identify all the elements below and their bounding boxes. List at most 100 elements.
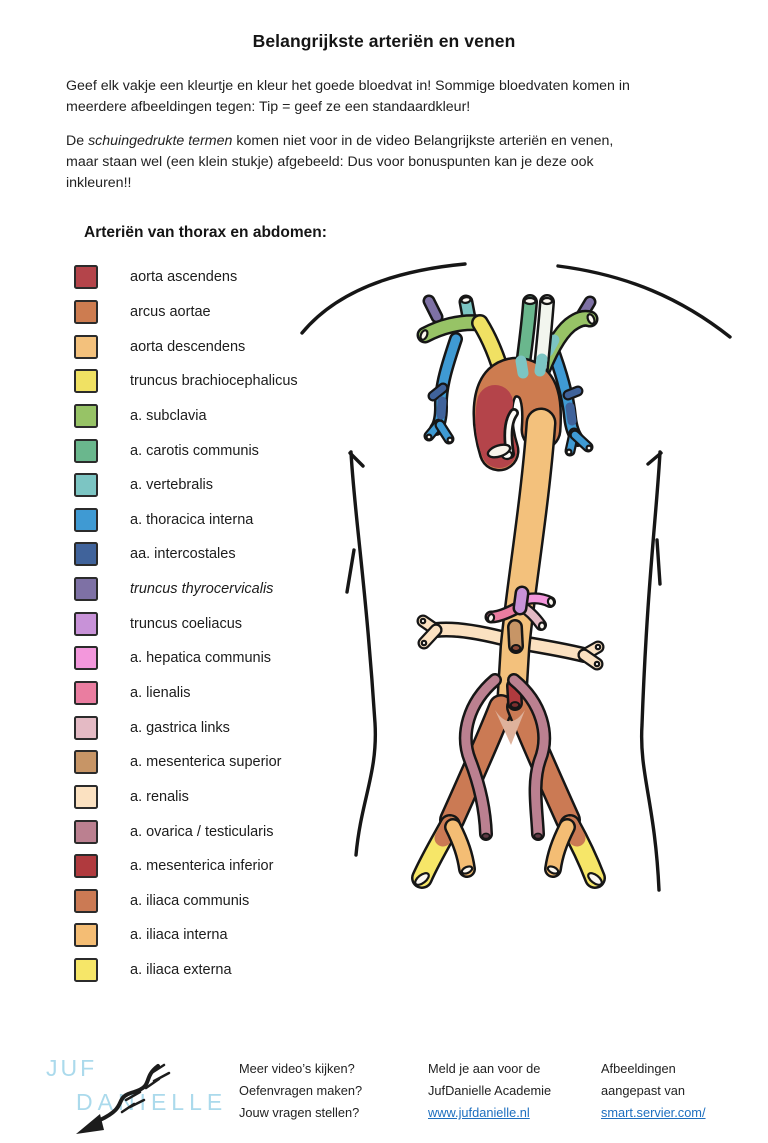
legend-row: arcus aortae (74, 295, 404, 330)
legend-row: a. vertebralis (74, 468, 404, 503)
legend-label: aorta descendens (130, 338, 246, 355)
legend-row: a. mesenterica inferior (74, 849, 404, 884)
legend-color-swatch (74, 369, 98, 394)
vessel-aorta-descendens (495, 407, 557, 729)
legend-label: a. renalis (130, 788, 189, 805)
legend-color-swatch (74, 854, 98, 879)
legend-color-swatch (74, 784, 98, 809)
legend-row: a. gastrica links (74, 710, 404, 745)
footer-link[interactable]: smart.servier.com/ (601, 1105, 706, 1120)
vessel-iliaca-externa-left (411, 814, 461, 889)
legend-list: aorta ascendens arcus aortae aorta descend… (74, 260, 404, 987)
vessel-open-ends (414, 296, 603, 886)
legend-color-swatch (74, 611, 98, 636)
legend-label: a. subclavia (130, 407, 207, 424)
legend-row: aorta descendens (74, 329, 404, 364)
legend-label: truncus thyrocervicalis (130, 581, 274, 598)
vessel-ovarica-testicularis-right (507, 673, 552, 841)
logo-text-danielle: DANIELLE (76, 1089, 228, 1115)
legend-label: a. iliaca interna (130, 927, 228, 944)
footer-text-line: Meld je aan voor de (428, 1061, 541, 1076)
legend-color-swatch (74, 265, 98, 290)
intro-p2-post: komen niet voor in de video Belangrijkst… (66, 133, 614, 191)
vessel-intercostales-right (565, 402, 577, 426)
legend-row: a. hepatica communis (74, 641, 404, 676)
legend-row: a. iliaca communis (74, 884, 404, 919)
footer-link[interactable]: www.jufdanielle.nl (428, 1105, 530, 1120)
legend-row: a. iliaca externa (74, 953, 404, 988)
legend-label: a. mesenterica superior (130, 754, 282, 771)
footer-column-videos: Meer video’s kijken?Oefenvragen maken?Jo… (239, 1058, 362, 1124)
legend-row: truncus brachiocephalicus (74, 364, 404, 399)
footer-text-line: Oefenvragen maken? (239, 1083, 363, 1098)
legend-row: a. ovarica / testicularis (74, 814, 404, 849)
legend-label: a. carotis communis (130, 442, 259, 459)
legend-color-swatch (74, 923, 98, 948)
vessel-intercostales-left (436, 396, 447, 420)
legend-color-swatch (74, 750, 98, 775)
legend-color-swatch (74, 473, 98, 498)
legend-color-swatch (74, 681, 98, 705)
footer-column-afbeeldingen: Afbeeldingen aangepast van smart.servier.c… (601, 1058, 706, 1124)
legend-row: a. lienalis (74, 676, 404, 711)
legend-label: a. vertebralis (130, 477, 214, 494)
legend-row: a. renalis (74, 780, 404, 815)
legend-color-swatch (74, 334, 98, 359)
legend-color-swatch (74, 577, 98, 602)
legend-color-swatch (74, 299, 98, 324)
footer-text-line: Afbeeldingen (601, 1061, 676, 1076)
vessel-iliaca-interna-left (444, 818, 476, 878)
legend-color-swatch (74, 715, 98, 740)
vessel-renalis-right (514, 635, 605, 671)
legend-label: a. hepatica communis (130, 650, 272, 667)
vessel-renalis-left (416, 614, 510, 650)
legend-color-swatch (74, 438, 98, 463)
legend-color-swatch (74, 888, 98, 913)
legend-row: truncus coeliacus (74, 606, 404, 641)
legend-row: aorta ascendens (74, 260, 404, 295)
vessel-mesenterica-superior (507, 619, 524, 654)
legend-row: a. carotis communis (74, 433, 404, 468)
intro-p2-italic-term: schuingedrukte termen (88, 133, 233, 149)
vessel-thoracica-interna-left (423, 332, 463, 445)
intro-paragraph-1: Geef elk vakje een kleurtje en kleur het… (66, 78, 630, 115)
legend-label: a. ovarica / testicularis (130, 823, 274, 840)
footer-column-academie: Meld je aan voor de JufDanielle Academie w… (428, 1058, 551, 1124)
legend-row: a. subclavia (74, 399, 404, 434)
anatomy-illustration (300, 262, 732, 892)
legend-label: aa. intercostales (130, 546, 236, 563)
legend-label: aorta ascendens (130, 269, 238, 286)
legend-label: a. lienalis (130, 685, 191, 701)
intro-p2-pre: De (66, 133, 89, 149)
footer-text-line: Meer video’s kijken? (239, 1061, 355, 1076)
footer-text-line: aangepast van (601, 1083, 685, 1098)
legend-color-swatch (74, 646, 98, 671)
vessel-iliaca-communis-left (439, 694, 514, 833)
legend-row: truncus thyrocervicalis (74, 572, 404, 607)
legend-label: a. iliaca communis (130, 892, 250, 909)
legend-row: a. thoracica interna (74, 502, 404, 537)
section-heading: Arteriën van thorax en abdomen: (84, 224, 327, 241)
logo-text-juf: JUF (46, 1055, 98, 1081)
legend-label: arcus aortae (130, 303, 211, 320)
bifurcation-shading (495, 710, 525, 745)
legend-label: a. mesenterica inferior (130, 858, 274, 875)
footer-text-line: JufDanielle Academie (428, 1083, 552, 1098)
legend-label: truncus coeliacus (130, 615, 243, 632)
vessel-thoracica-interna-right (544, 338, 594, 457)
legend-label: a. thoracica interna (130, 511, 254, 528)
legend-color-swatch (74, 403, 98, 428)
vessel-iliaca-interna-right (544, 818, 576, 878)
legend-row: aa. intercostales (74, 537, 404, 572)
pencil-doodle-icon (76, 1063, 171, 1134)
vessel-aorta-ascendens (475, 385, 517, 468)
vessel-thyrocervicalis-left (422, 294, 444, 324)
legend-label: truncus brachiocephalicus (130, 373, 298, 390)
legend-row: a. mesenterica superior (74, 745, 404, 780)
page-title: Belangrijkste arteriën en venen (252, 31, 516, 51)
body-outline (300, 262, 732, 892)
legend-color-swatch (74, 507, 98, 532)
legend-color-swatch (74, 958, 98, 983)
vessel-ovarica-testicularis-left (458, 673, 502, 841)
legend-label: a. gastrica links (130, 719, 230, 736)
